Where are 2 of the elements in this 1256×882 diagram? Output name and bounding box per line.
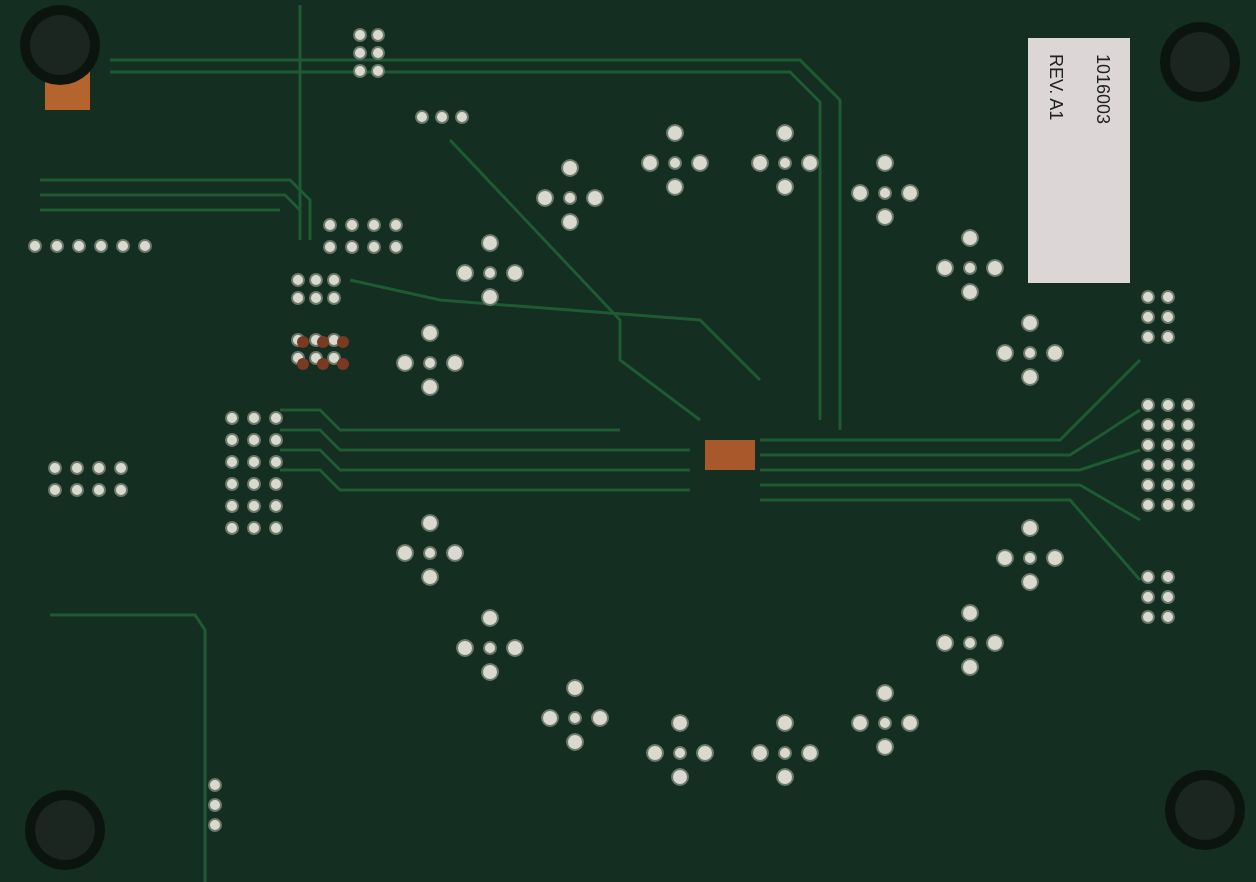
revision-text: REV. A1 (1045, 54, 1067, 121)
serial-number-text: 1016003 (1092, 54, 1114, 125)
